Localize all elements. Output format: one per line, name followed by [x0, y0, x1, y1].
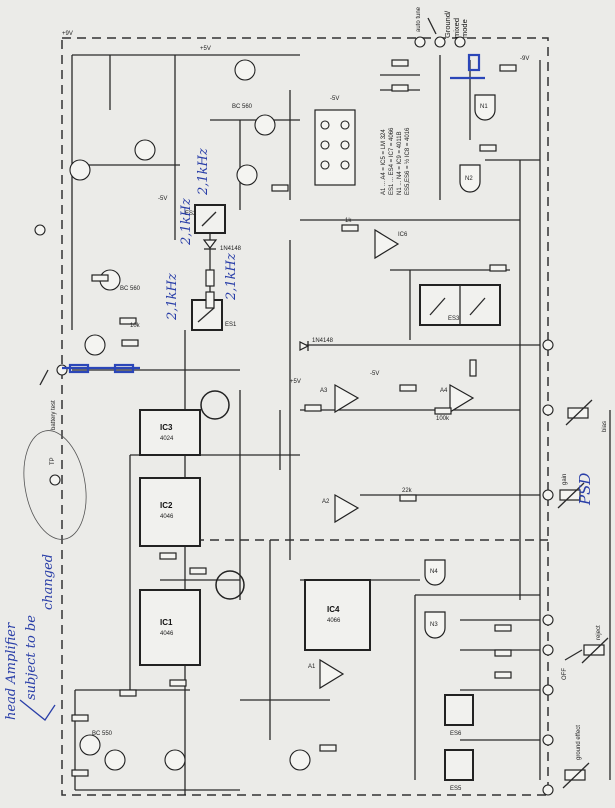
es3-label: ES3: [448, 316, 460, 322]
psd-label: PSD: [576, 473, 594, 506]
svg-text:IC6: IC6: [398, 232, 408, 238]
svg-text:gain: gain: [562, 474, 568, 485]
led-array: [314, 109, 356, 186]
battery-test-label: battery test: [51, 400, 57, 430]
svg-text:ground effect: ground effect: [576, 725, 582, 760]
svg-text:ES5,ES6 = ½ IC8 = 4016: ES5,ES6 = ½ IC8 = 4016: [404, 127, 411, 195]
ic4-block: [304, 579, 371, 651]
pen-corrections: [23, 53, 485, 540]
es1-label: ES1: [225, 322, 237, 328]
svg-text:A3: A3: [320, 388, 328, 394]
resistor-value-10k: 10k: [130, 323, 141, 329]
svg-text:A1: A1: [308, 664, 316, 670]
supply-minus5-3: -5V: [330, 96, 339, 102]
auto-tune-label: auto tune: [416, 6, 422, 32]
handwritten-circle-f: [215, 570, 245, 600]
connector-terminals: [34, 36, 554, 796]
resistor-value-100k: 100k: [436, 416, 450, 422]
svg-text:N4: N4: [430, 569, 438, 575]
pot-reject[interactable]: reject: [581, 625, 609, 664]
pot-ground-effect[interactable]: ground effect: [562, 725, 590, 789]
ic3-block: [139, 409, 201, 456]
handwritten-note-line1: head Amplifier: [4, 622, 19, 720]
battery-test-switch[interactable]: [39, 369, 49, 386]
test-point-label: TP: [50, 457, 56, 465]
handwritten-note-line3: changed: [41, 554, 56, 610]
handwritten-freq-2: 2,1kHz: [179, 198, 194, 246]
svg-text:A1 ... A4 = IC5 = LM 324: A1 ... A4 = IC5 = LM 324: [381, 129, 387, 195]
ic3-part: 4024: [160, 436, 174, 442]
opamp-a1: A1: [308, 658, 345, 690]
es2-label: ES2: [185, 211, 197, 217]
ic2-label: IC2: [160, 501, 173, 510]
ic2-block: [139, 477, 201, 547]
svg-text:N1: N1: [480, 104, 488, 110]
enclosure-border: [61, 37, 549, 796]
supply-minus5-2: -5V: [370, 371, 379, 377]
handwritten-circle-c: [200, 390, 230, 420]
ic1-label: IC1: [160, 618, 173, 627]
svg-text:bias: bias: [602, 421, 608, 432]
ic4-part: 4066: [327, 618, 341, 624]
handwritten-note-line2: subject to be: [24, 615, 39, 700]
supply-minus9: -9V: [520, 56, 529, 62]
ic2-part: 4046: [160, 514, 174, 520]
transistor-label-bc560-2: BC 560: [232, 104, 253, 110]
svg-text:N2: N2: [465, 176, 473, 182]
opamp-a3: A3: [320, 383, 360, 414]
resistor-value-22k: 22k: [402, 488, 413, 494]
svg-text:1N4148: 1N4148: [312, 338, 334, 344]
svg-text:1N4148: 1N4148: [220, 246, 242, 252]
transistor-label-bc560: BC 560: [120, 286, 141, 292]
ground-mode-label: Ground/ mixed mode: [443, 10, 469, 38]
supply-plus9: +9V: [62, 31, 73, 37]
ic1-part: 4046: [160, 631, 174, 637]
opamp-a2: A2: [322, 493, 360, 524]
ic3-label: IC3: [160, 423, 173, 432]
off-label: OFF: [562, 668, 568, 680]
es5-switch: [444, 749, 474, 781]
handwritten-arrow: [19, 699, 56, 721]
nand-n2: N2: [459, 164, 481, 193]
transistors: [69, 59, 311, 771]
svg-text:N3: N3: [430, 622, 438, 628]
supply-plus5-2: +5V: [290, 379, 301, 385]
nand-n1: N1: [474, 94, 496, 121]
opamp-ic6: IC6: [374, 228, 408, 260]
svg-text:N1 ... N4 = IC9 = 4011B: N1 ... N4 = IC9 = 4011B: [397, 131, 403, 195]
es6-switch: [444, 694, 474, 726]
svg-text:A4: A4: [440, 388, 448, 394]
reject-switch[interactable]: [564, 649, 583, 661]
es2-switch: [194, 204, 226, 234]
handwritten-freq-3: 2,1kHz: [165, 273, 180, 321]
svg-text:A2: A2: [322, 499, 330, 505]
svg-text:ES1 ... ES4 = IC7 = 4066: ES1 ... ES4 = IC7 = 4066: [389, 127, 395, 195]
handwritten-freq-4: 2,1kHz: [224, 253, 239, 301]
transistor-label-bc550: BC 550: [92, 731, 113, 737]
svg-text:reject: reject: [596, 625, 602, 640]
supply-minus5: -5V: [158, 196, 167, 202]
ic-legend: A1 ... A4 = IC5 = LM 324 ES1 ... ES4 = I…: [381, 127, 411, 195]
nand-n4: N4: [424, 559, 446, 586]
supply-plus5: +5V: [200, 46, 211, 52]
es6-label: ES6: [450, 731, 462, 737]
pot-gain[interactable]: gain: [557, 474, 585, 509]
ground-mode-switch[interactable]: [427, 17, 437, 35]
resistors: [71, 59, 517, 777]
es5-label: ES5: [450, 786, 462, 792]
handwritten-freq-1: 2,1kHz: [196, 148, 211, 196]
diode-1n4148: 1N4148: [299, 338, 334, 351]
resistor-value-1k: 1k: [345, 218, 352, 224]
pot-bias[interactable]: bias: [565, 399, 608, 432]
opamp-a4: A4: [440, 383, 475, 414]
ic4-label: IC4: [327, 605, 340, 614]
diode-es2: 1N4148: [202, 239, 242, 252]
ic1-block: [139, 589, 201, 666]
nand-n3: N3: [424, 611, 446, 639]
